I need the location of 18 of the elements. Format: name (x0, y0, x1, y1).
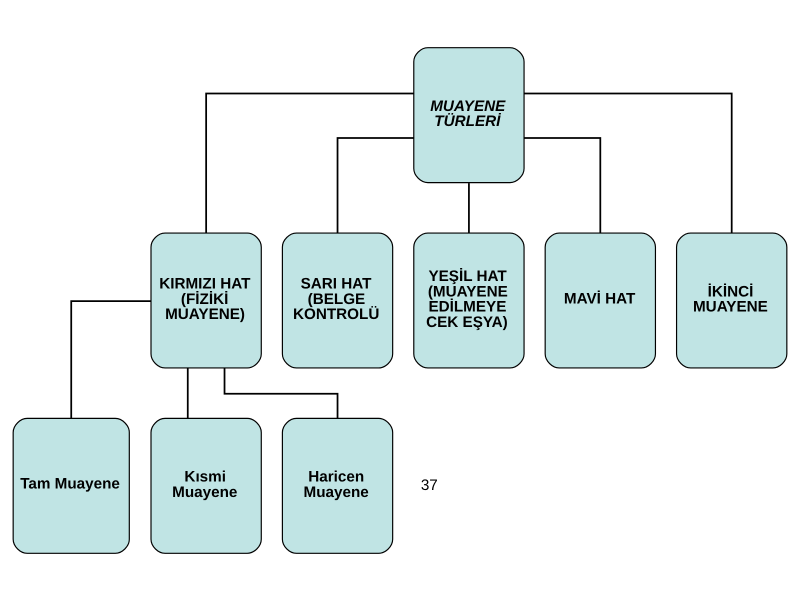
node-box: KIRMIZI HAT (FİZİKİ MUAYENE) (150, 232, 262, 368)
connector (524, 136, 602, 232)
connector (186, 368, 189, 418)
node-box: Tam Muayene (12, 417, 130, 554)
connector (524, 92, 733, 232)
node-box: MUAYENE TÜRLERİ (413, 46, 525, 183)
connector (468, 182, 470, 232)
label: 37 (420, 476, 438, 494)
node-box: SARI HAT (BELGE KONTROLÜ (282, 232, 394, 368)
node-box: YEŞİL HAT (MUAYENE EDİLMEYE CEK EŞYA) (413, 232, 525, 368)
node-box: Haricen Muayene (282, 417, 394, 554)
connector (336, 136, 414, 232)
node-box: Kısmi Muayene (150, 417, 262, 554)
node-box: MAVİ HAT (544, 232, 656, 368)
connector (205, 92, 414, 232)
connector (224, 368, 338, 418)
node-box: İKİNCİ MUAYENE (676, 232, 788, 368)
connector (70, 300, 151, 418)
